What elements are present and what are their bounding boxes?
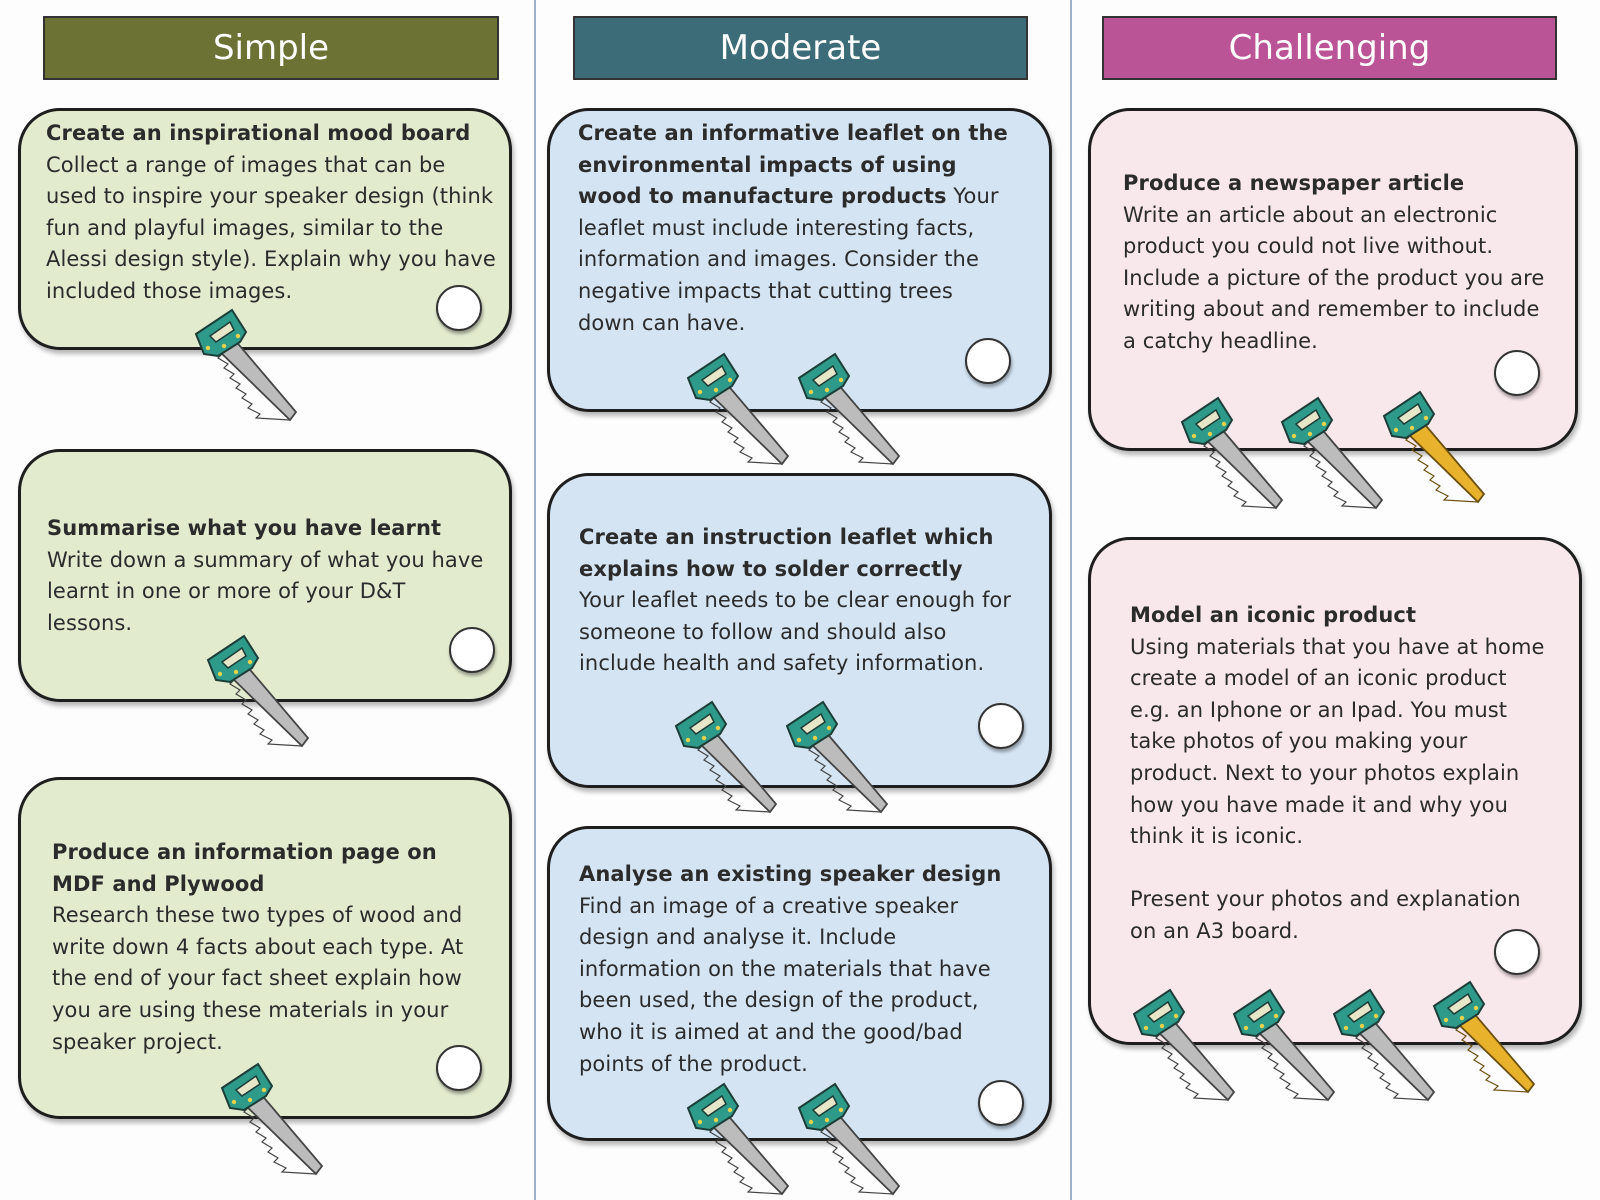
- completion-checkbox[interactable]: [436, 1045, 482, 1091]
- task-card-speaker: [547, 826, 1052, 1141]
- task-description: Using materials that you have at home cr…: [1130, 634, 1545, 849]
- task-text-mood-board: Create an inspirational mood board Colle…: [46, 118, 496, 308]
- task-text-solder: Create an instruction leaflet which expl…: [579, 522, 1015, 680]
- completion-checkbox[interactable]: [965, 338, 1011, 384]
- saw-icon: [195, 309, 297, 421]
- saw-icon: [1333, 989, 1435, 1101]
- completion-checkbox[interactable]: [1494, 929, 1540, 975]
- task-card-mood-board: [18, 108, 512, 350]
- task-card-solder: [547, 473, 1052, 788]
- saw-icon: [1133, 989, 1235, 1101]
- task-text-info-page: Produce an information page on MDF and P…: [52, 837, 492, 1058]
- saw-icon: [798, 353, 900, 465]
- task-description: Find an image of a creative speaker desi…: [579, 893, 991, 1076]
- task-text-summarise: Summarise what you have learnt Write dow…: [47, 513, 487, 639]
- saw-icon: [1383, 391, 1485, 503]
- task-title: Summarise what you have learnt: [47, 516, 442, 540]
- completion-checkbox[interactable]: [978, 1080, 1024, 1126]
- column-header-simple: Simple: [43, 16, 499, 80]
- task-description: Research these two types of wood and wri…: [52, 903, 464, 1054]
- saw-icon: [1181, 397, 1283, 509]
- task-description: Collect a range of images that can be us…: [46, 152, 496, 303]
- task-title: Produce an information page on MDF and P…: [52, 840, 437, 896]
- column-divider: [1070, 0, 1072, 1200]
- task-description-extra: Present your photos and explanation on a…: [1130, 887, 1521, 943]
- saw-icon: [786, 701, 888, 813]
- task-description: Your leaflet must include interesting fa…: [578, 184, 999, 335]
- saw-icon: [687, 353, 789, 465]
- task-card-summarise: [18, 449, 512, 702]
- task-title: Produce a newspaper article: [1123, 171, 1465, 195]
- completion-checkbox[interactable]: [978, 703, 1024, 749]
- column-divider: [534, 0, 536, 1200]
- task-title: Create an informative leaflet on the env…: [578, 121, 1008, 209]
- saw-icon: [798, 1083, 900, 1195]
- task-text-leaflet-environment: Create an informative leaflet on the env…: [578, 118, 1014, 339]
- saw-icon: [221, 1063, 323, 1175]
- column-header-challenging: Challenging: [1102, 16, 1557, 80]
- task-title: Create an inspirational mood board: [46, 121, 471, 145]
- completion-checkbox[interactable]: [436, 285, 482, 331]
- completion-checkbox[interactable]: [449, 627, 495, 673]
- task-text-speaker: Analyse an existing speaker design Find …: [579, 859, 1019, 1080]
- task-description: Write down a summary of what you have le…: [47, 547, 484, 635]
- saw-icon: [1233, 989, 1335, 1101]
- saw-icon: [1433, 981, 1535, 1093]
- saw-icon: [687, 1083, 789, 1195]
- task-title: Model an iconic product: [1130, 603, 1417, 627]
- saw-icon: [675, 701, 777, 813]
- task-description: Your leaflet needs to be clear enough fo…: [579, 588, 1012, 676]
- column-header-moderate: Moderate: [573, 16, 1028, 80]
- completion-checkbox[interactable]: [1494, 350, 1540, 396]
- task-description: Write an article about an electronic pro…: [1123, 202, 1545, 353]
- saw-icon: [1281, 397, 1383, 509]
- task-title: Create an instruction leaflet which expl…: [579, 525, 994, 581]
- task-title: Analyse an existing speaker design: [579, 862, 1002, 886]
- saw-icon: [207, 635, 309, 747]
- task-text-newspaper: Produce a newspaper article Write an art…: [1123, 168, 1548, 358]
- task-text-iconic: Model an iconic product Using materials …: [1130, 600, 1550, 948]
